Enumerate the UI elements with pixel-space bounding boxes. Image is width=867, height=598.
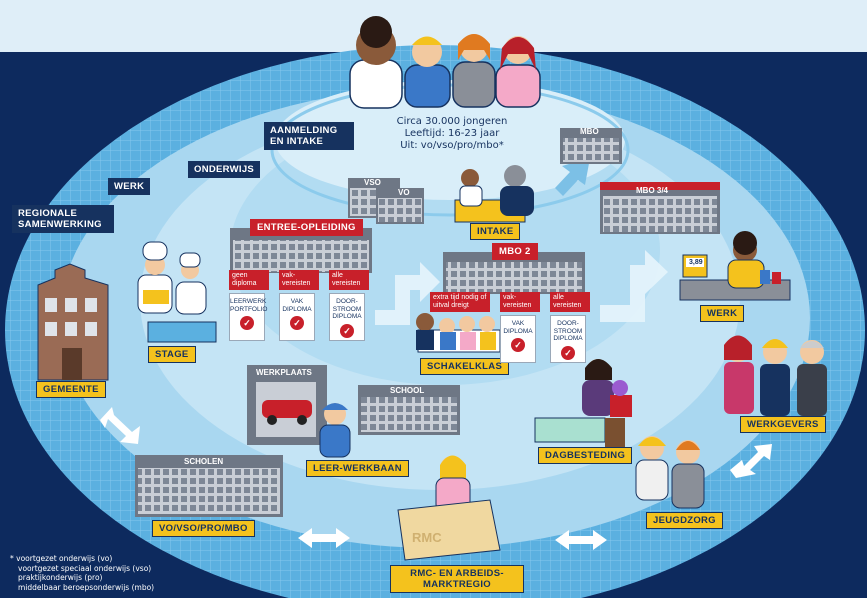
leerwerkbaan-person <box>319 403 351 458</box>
card-text: VAK DIPLOMA <box>282 298 312 313</box>
aanmelding-intake-label: AANMELDING EN INTAKE <box>264 122 354 150</box>
intake-label: INTAKE <box>470 223 521 240</box>
flow-arrow-1 <box>375 262 440 325</box>
jeugdzorg-illustration <box>635 436 705 509</box>
card-text: DOOR-STROOM DIPLOMA <box>553 320 583 342</box>
info-line-3: Uit: vo/vso/pro/mbo* <box>400 140 504 151</box>
card-text: DOOR-STROOM DIPLOMA <box>332 298 362 320</box>
mbo2-tag-vak-vereisten: vak-vereisten <box>500 292 540 312</box>
werkgevers-illustration <box>724 335 827 416</box>
info-line-1: Circa 30.000 jongeren <box>396 116 508 127</box>
stage-illustration <box>137 241 217 343</box>
double-arrow-left <box>100 407 140 444</box>
entree-tag-vak-vereisten: vak-vereisten <box>279 270 319 290</box>
scholen-building <box>135 455 283 517</box>
scholen-building-label: SCHOLEN <box>184 457 224 466</box>
werkgevers-label: WERKGEVERS <box>740 416 826 433</box>
check-icon: ✓ <box>290 316 304 330</box>
card-text: LEERWERK PORTFOLIO <box>230 298 268 313</box>
check-icon: ✓ <box>340 323 354 338</box>
card-text: VAK DIPLOMA <box>503 320 533 335</box>
double-arrow-bottom-left <box>298 528 350 548</box>
werk-box-label: WERK <box>700 305 745 322</box>
onderwijs-label: ONDERWIJS <box>188 161 261 178</box>
flow-arrow-3 <box>555 158 590 196</box>
flow-arrow-2 <box>600 250 668 322</box>
entree-card-vak-diploma: VAK DIPLOMA ✓ <box>279 293 315 341</box>
dagbesteding-illustration <box>534 359 632 448</box>
footnote-line-3: praktijkonderwijs (pro) <box>18 573 103 582</box>
rmc-arbeidsmarktregio-label: RMC- EN ARBEIDS-MARKTREGIO <box>390 565 524 593</box>
footnote-line-4: middelbaar beroepsonderwijs (mbo) <box>18 582 155 592</box>
info-line-2: Leeftijd: 16-23 jaar <box>404 128 500 139</box>
check-icon: ✓ <box>240 316 254 330</box>
dagbesteding-label: DAGBESTEDING <box>538 447 633 464</box>
gemeente-label: GEMEENTE <box>36 381 106 398</box>
footnote-line-1: * voortgezet onderwijs (vo) <box>10 554 113 563</box>
mbo2-card-doorstroom-diploma: DOOR-STROOM DIPLOMA ✓ <box>550 315 586 363</box>
gemeente-building <box>37 263 109 381</box>
double-arrow-bottom-right <box>555 530 607 550</box>
vso-vo-buildings <box>348 178 424 224</box>
werkplaats-building-label: WERKPLAATS <box>256 368 312 377</box>
werk-label: WERK <box>108 178 151 195</box>
double-arrow-right <box>730 444 772 478</box>
mbo2-card-vak-diploma: VAK DIPLOMA ✓ <box>500 315 536 363</box>
footnote-line-2: voortgezet speciaal onderwijs (vso) <box>18 563 152 573</box>
entree-card-leerwerk-portfolio: LEERWERK PORTFOLIO ✓ <box>229 293 268 341</box>
check-icon: ✓ <box>511 338 525 352</box>
leer-werkbaan-label: LEER-WERKBAAN <box>306 460 409 477</box>
info-block: Circa 30.000 jongeren Leeftijd: 16-23 ja… <box>372 116 532 152</box>
stage-label: STAGE <box>148 346 196 363</box>
jeugdzorg-label: JEUGDZORG <box>646 512 723 529</box>
regionale-samenwerking-label: REGIONALE SAMENWERKING <box>12 205 114 233</box>
vo-building-label: VO <box>398 188 410 197</box>
mbo34-building-label: MBO 3/4 <box>636 186 669 195</box>
footnote: * voortgezet onderwijs (vo) voortgezet s… <box>10 554 154 592</box>
mbo2-tag-extra-tijd: extra tijd nodig of uitval dreigt <box>430 292 490 312</box>
mbo2-tag-alle-vereisten: alle vereisten <box>550 292 590 312</box>
mbo2-label: MBO 2 <box>492 243 538 260</box>
rmc-desk-label: RMC <box>412 530 442 545</box>
scholen-type-label: VO/VSO/PRO/MBO <box>152 520 255 537</box>
ring-aanmelding <box>275 80 625 200</box>
mbo34-building <box>600 182 720 234</box>
rmc-desk-illustration <box>397 455 501 561</box>
mbo-building <box>560 128 622 164</box>
entree-opleiding-label: ENTREE-OPLEIDING <box>250 219 363 236</box>
youth-group-illustration <box>349 16 541 109</box>
school-building <box>358 385 460 435</box>
mbo-building-label: MBO <box>580 127 599 136</box>
intake-illustration <box>454 165 534 223</box>
price-label: 3,89 <box>689 259 703 266</box>
entree-tag-alle-vereisten: alle vereisten <box>329 270 369 290</box>
vso-building-label: VSO <box>364 178 381 187</box>
school-building-label: SCHOOL <box>390 386 425 395</box>
schakelklas-illustration <box>416 313 501 353</box>
entree-tag-geen-diploma: geen diploma <box>229 270 269 290</box>
schakelklas-label: SCHAKELKLAS <box>420 358 510 375</box>
check-icon: ✓ <box>561 345 575 360</box>
werkplaats-building <box>247 365 327 445</box>
cashier-illustration <box>679 231 791 301</box>
entree-card-doorstroom-diploma: DOOR-STROOM DIPLOMA ✓ <box>329 293 365 341</box>
